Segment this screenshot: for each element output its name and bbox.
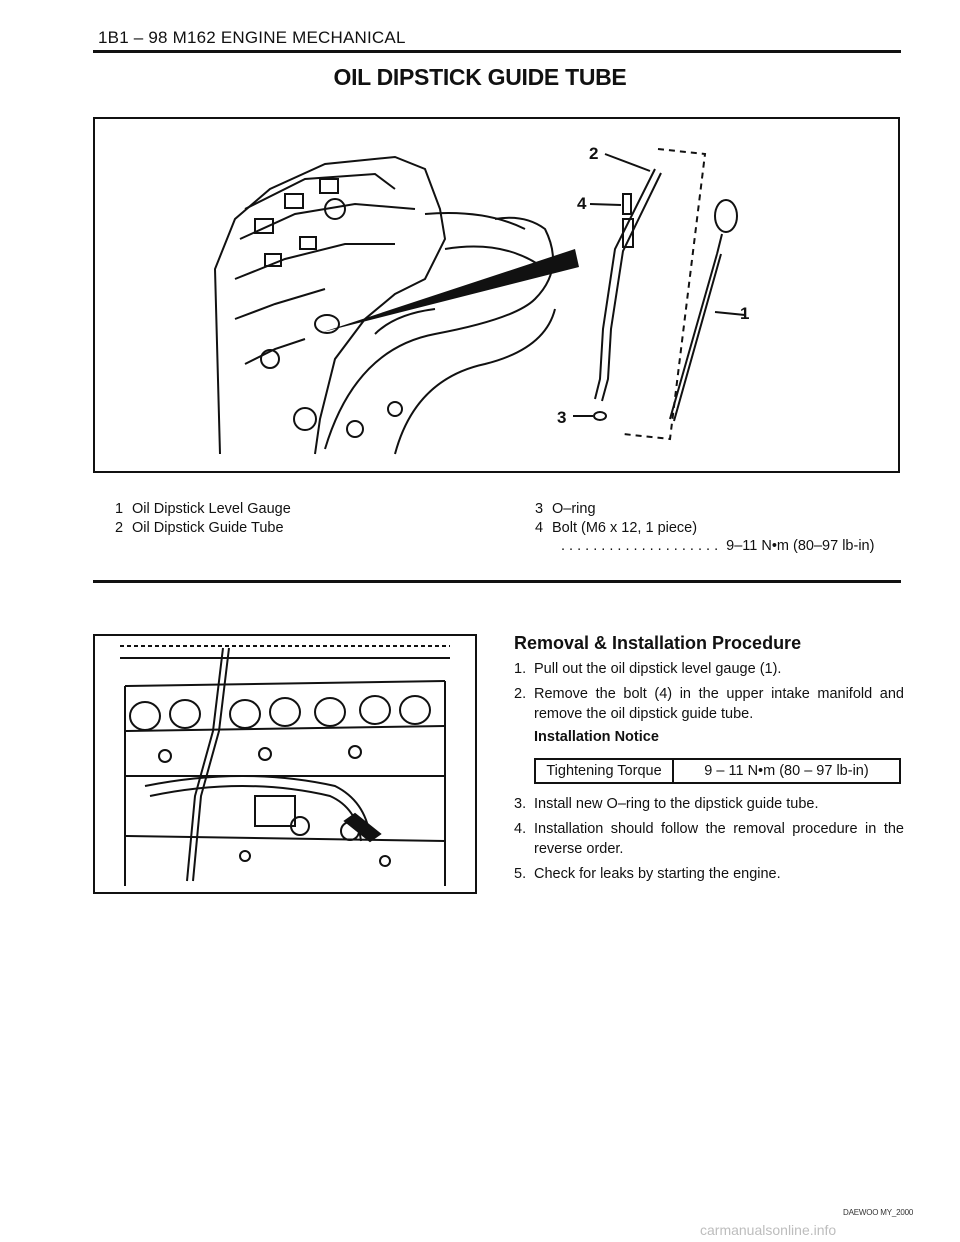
procedure-steps-removal: 1.Pull out the oil dipstick level gauge … [514, 659, 904, 729]
page-header: 1B1 – 98 M162 ENGINE MECHANICAL [98, 28, 406, 47]
procedure-step: 4.Installation should follow the removal… [514, 821, 904, 857]
procedure-step: 3.Install new O–ring to the dipstick gui… [514, 796, 819, 812]
section-rule [93, 580, 901, 583]
watermark: carmanualsonline.info [700, 1222, 837, 1238]
engine-dipstick-figure: 2 4 1 3 [93, 117, 900, 473]
procedure-steps-installation: 3.Install new O–ring to the dipstick gui… [514, 794, 904, 889]
header-rule [93, 50, 901, 53]
procedure-step: 2.Remove the bolt (4) in the upper intak… [514, 686, 904, 722]
torque-value: 9 – 11 N•m (80 – 97 lb-in) [704, 763, 869, 779]
page-footer: DAEWOO MY_2000 [843, 1208, 914, 1217]
engine-side-figure [93, 634, 477, 894]
installation-notice: Installation Notice [534, 729, 659, 745]
callout-4: 4 [577, 194, 587, 213]
callout-3: 3 [557, 408, 566, 427]
procedure-step: 5.Check for leaks by starting the engine… [514, 866, 781, 882]
procedure-title: Removal & Installation Procedure [514, 633, 802, 653]
bolt-torque-spec: . . . . . . . . . . . . . . . . . . . . … [561, 538, 875, 554]
procedure-step: 1.Pull out the oil dipstick level gauge … [514, 661, 782, 677]
torque-label: Tightening Torque [536, 760, 674, 782]
page-title: OIL DIPSTICK GUIDE TUBE [333, 64, 627, 90]
torque-table: Tightening Torque 9 – 11 N•m (80 – 97 lb… [534, 758, 901, 784]
callout-2: 2 [589, 144, 598, 163]
engine-dipstick-illustration: 2 4 1 3 [213, 144, 749, 455]
engine-side-illustration [120, 645, 450, 886]
callout-1: 1 [740, 304, 749, 323]
